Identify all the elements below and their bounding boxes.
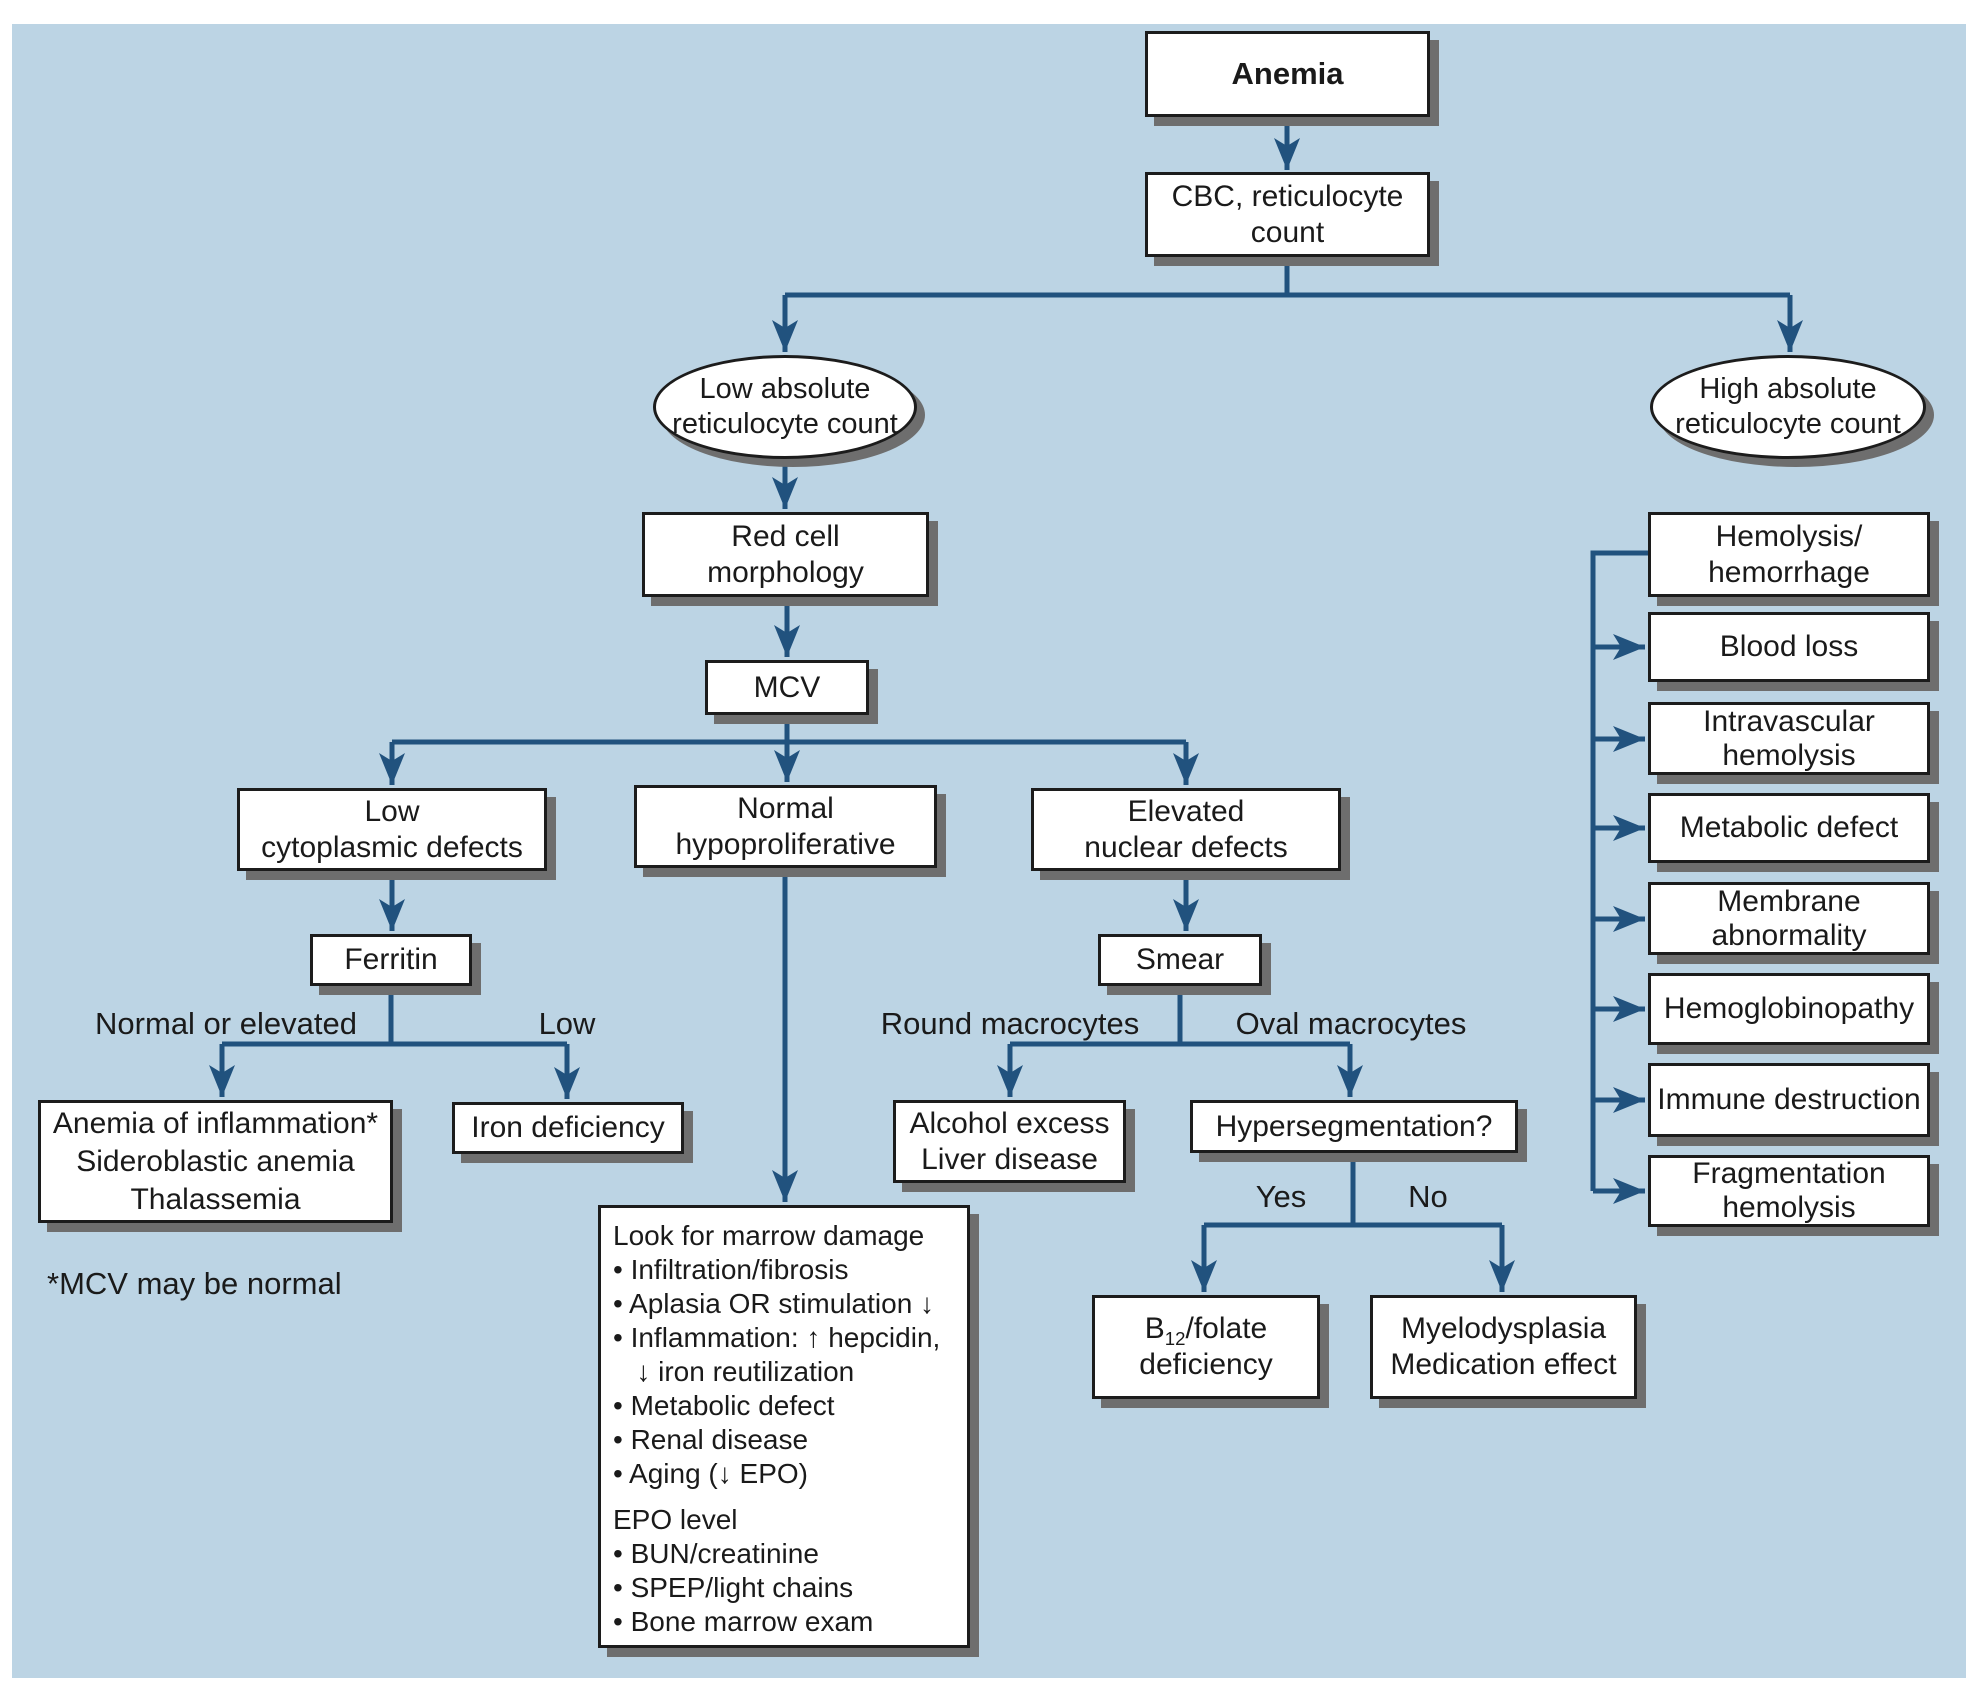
branch-label-normal-or-elevated: Normal or elevated xyxy=(95,1006,357,1041)
node-low-retic-label: Low absolute reticulocyte count xyxy=(672,373,898,440)
node-iron-deficiency: Iron deficiency xyxy=(452,1102,684,1154)
node-elevated-nuclear-label: Elevated nuclear defects xyxy=(1084,794,1288,864)
branch-label-round-macrocytes: Round macrocytes xyxy=(880,1006,1140,1041)
node-myelodysplasia-label: Myelodysplasia Medication effect xyxy=(1390,1312,1617,1381)
node-intravascular-label: Intravascular hemolysis xyxy=(1703,704,1875,772)
node-cbc-label: CBC, reticulocyte count xyxy=(1171,179,1404,249)
branch-label-low: Low xyxy=(538,1006,596,1041)
node-alcohol-liver-label: Alcohol excess Liver disease xyxy=(909,1106,1110,1176)
node-hypersegmentation: Hypersegmentation? xyxy=(1190,1100,1518,1153)
node-ferritin: Ferritin xyxy=(310,934,472,986)
node-hemoglobinopathy: Hemoglobinopathy xyxy=(1648,973,1930,1045)
node-ferritin-label: Ferritin xyxy=(344,943,438,976)
node-immune-destruction: Immune destruction xyxy=(1648,1063,1930,1137)
node-metabolic-label: Metabolic defect xyxy=(1679,811,1899,844)
node-mcv-label: MCV xyxy=(753,670,821,704)
node-immune-label: Immune destruction xyxy=(1657,1083,1921,1116)
node-smear: Smear xyxy=(1098,934,1262,986)
branch-label-no: No xyxy=(1408,1179,1448,1214)
node-blood-loss-label: Blood loss xyxy=(1719,630,1859,663)
node-low-cytoplasmic-label: Low cytoplasmic defects xyxy=(261,794,523,864)
node-b12-line2: deficiency xyxy=(1139,1348,1273,1381)
node-fragmentation-hemolysis: Fragmentation hemolysis xyxy=(1648,1155,1930,1227)
b12-suffix: /folate xyxy=(1185,1312,1268,1345)
node-b12-line1: B12/folate xyxy=(1144,1311,1268,1349)
node-smear-label: Smear xyxy=(1135,943,1225,976)
node-high-absolute-reticulocyte-count: High absolute reticulocyte count xyxy=(1650,355,1926,459)
marrow-epo-list: EPO level • BUN/creatinine • SPEP/light … xyxy=(613,1504,874,1637)
node-alcohol-excess-liver-disease: Alcohol excess Liver disease xyxy=(893,1100,1126,1183)
branch-label-yes: Yes xyxy=(1255,1179,1307,1214)
node-red-cell-morphology: Red cell morphology xyxy=(642,512,929,597)
node-low-absolute-reticulocyte-count: Low absolute reticulocyte count xyxy=(653,355,917,459)
node-high-retic-label: High absolute reticulocyte count xyxy=(1675,373,1901,440)
node-look-for-marrow-damage: Look for marrow damage • Infiltration/fi… xyxy=(598,1205,970,1648)
b12-prefix: B xyxy=(1144,1312,1165,1345)
node-intravascular-hemolysis: Intravascular hemolysis xyxy=(1648,702,1930,775)
node-hemolysis-label: Hemolysis/ hemorrhage xyxy=(1708,519,1870,589)
node-cbc-reticulocyte-count: CBC, reticulocyte count xyxy=(1145,172,1430,257)
node-hemolysis-hemorrhage: Hemolysis/ hemorrhage xyxy=(1648,512,1930,597)
b12-subscript: 12 xyxy=(1164,1328,1186,1349)
node-anemia-label: Anemia xyxy=(1231,56,1344,91)
node-anemia-inflammation-label: Anemia of inflammation* Sideroblastic an… xyxy=(52,1106,379,1216)
node-normal-hypoproliferative: Normal hypoproliferative xyxy=(634,785,937,868)
node-hypersegmentation-label: Hypersegmentation? xyxy=(1215,1109,1493,1143)
node-b12-folate-deficiency: B12/folate deficiency xyxy=(1092,1295,1320,1399)
footnote-mcv-may-be-normal: *MCV may be normal xyxy=(47,1266,342,1301)
node-hemoglobinopathy-label: Hemoglobinopathy xyxy=(1663,992,1915,1025)
marrow-damage-list: Look for marrow damage • Infiltration/fi… xyxy=(613,1220,941,1489)
node-anemia-of-inflammation: Anemia of inflammation* Sideroblastic an… xyxy=(38,1100,393,1223)
node-myelodysplasia-medication-effect: Myelodysplasia Medication effect xyxy=(1370,1295,1637,1399)
node-iron-deficiency-label: Iron deficiency xyxy=(471,1111,665,1144)
node-membrane-label: Membrane abnormality xyxy=(1711,884,1867,952)
node-normal-hypo-label: Normal hypoproliferative xyxy=(675,791,896,861)
node-fragmentation-label: Fragmentation hemolysis xyxy=(1692,1157,1886,1224)
node-anemia: Anemia xyxy=(1145,31,1430,117)
node-low-cytoplasmic-defects: Low cytoplasmic defects xyxy=(237,788,547,871)
node-red-cell-label: Red cell morphology xyxy=(707,519,864,589)
node-blood-loss: Blood loss xyxy=(1648,612,1930,682)
node-elevated-nuclear-defects: Elevated nuclear defects xyxy=(1031,788,1341,871)
branch-label-oval-macrocytes: Oval macrocytes xyxy=(1235,1006,1467,1041)
line-hemolysis-rail xyxy=(1590,550,1648,1191)
node-metabolic-defect: Metabolic defect xyxy=(1648,793,1930,863)
node-membrane-abnormality: Membrane abnormality xyxy=(1648,882,1930,955)
node-mcv: MCV xyxy=(705,660,869,715)
